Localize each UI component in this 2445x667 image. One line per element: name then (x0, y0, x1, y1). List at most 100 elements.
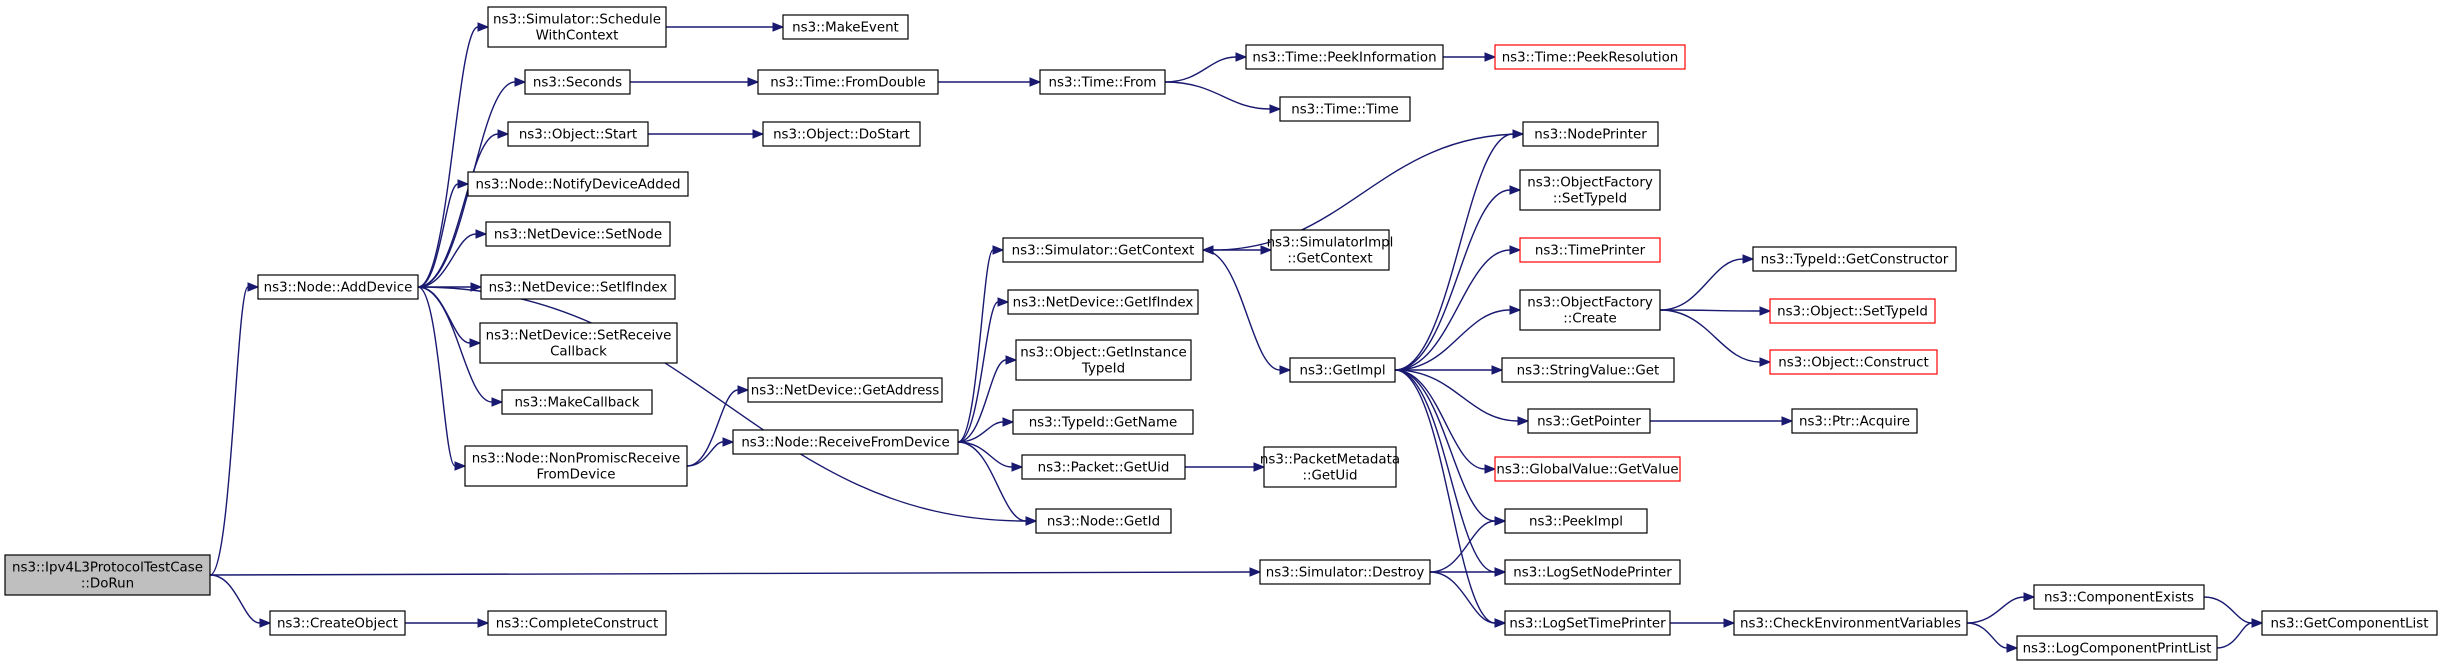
node-node-get-id[interactable]: ns3::Node::GetId (1035, 508, 1172, 534)
node-box (269, 610, 406, 636)
node-get-address[interactable]: ns3::NetDevice::GetAddress (747, 377, 943, 403)
node-box (1002, 237, 1204, 263)
arrowhead (475, 229, 488, 239)
node-sim-destroy[interactable]: ns3::Simulator::Destroy (1259, 559, 1431, 585)
node-label: ns3::Time::From (1049, 76, 1157, 91)
node-label: ns3::GetPointer (1537, 415, 1641, 430)
node-get-pointer[interactable]: ns3::GetPointer (1527, 408, 1651, 434)
node-set-if-index[interactable]: ns3::NetDevice::SetIfIndex (480, 274, 676, 300)
arrowhead (1494, 618, 1507, 628)
node-obj-construct[interactable]: ns3::Object::Construct (1769, 349, 1938, 375)
node-label: ns3::NetDevice::SetReceive (486, 329, 672, 344)
node-box (1494, 456, 1681, 482)
node-of-set-type-id[interactable]: ns3::ObjectFactory::SetTypeId (1519, 169, 1661, 211)
node-label: Callback (550, 345, 607, 360)
node-receive-from-device[interactable]: ns3::Node::ReceiveFromDevice (732, 429, 959, 455)
node-box (1527, 408, 1651, 434)
node-box (485, 221, 671, 247)
node-label: ns3::GlobalValue::GetValue (1496, 463, 1678, 478)
node-time-printer[interactable]: ns3::TimePrinter (1519, 237, 1661, 263)
node-global-value-get-value[interactable]: ns3::GlobalValue::GetValue (1494, 456, 1681, 482)
node-peek-impl[interactable]: ns3::PeekImpl (1504, 508, 1648, 534)
node-create-object[interactable]: ns3::CreateObject (269, 610, 406, 636)
node-sim-impl-get-context[interactable]: ns3::SimulatorImpl::GetContext (1267, 229, 1394, 271)
edge-do-run-to-sim-destroy (209, 571, 1251, 576)
node-box (1504, 610, 1671, 636)
edge-get-impl-to-log-set-node-printer (1394, 369, 1496, 573)
node-time-time[interactable]: ns3::Time::Time (1279, 96, 1411, 122)
node-label: ns3::Ipv4L3ProtocolTestCase (12, 561, 203, 576)
node-box (1769, 349, 1938, 375)
node-type-id-get-name[interactable]: ns3::TypeId::GetName (1012, 409, 1194, 435)
node-object-do-start[interactable]: ns3::Object::DoStart (762, 121, 921, 147)
node-from-double[interactable]: ns3::Time::FromDouble (757, 69, 939, 95)
node-label: ns3::Node::NonPromiscReceive (472, 452, 680, 467)
node-label: ns3::Node::AddDevice (264, 281, 413, 296)
node-box (757, 69, 939, 95)
edge-get-impl-to-of-create (1394, 309, 1511, 371)
node-label: ns3::Time::PeekInformation (1252, 51, 1436, 66)
node-string-value-get[interactable]: ns3::StringValue::Get (1501, 357, 1675, 383)
node-check-env[interactable]: ns3::CheckEnvironmentVariables (1733, 610, 1968, 636)
node-ptr-acquire[interactable]: ns3::Ptr::Acquire (1791, 408, 1918, 434)
edge-get-impl-to-node-printer (1394, 133, 1514, 371)
arrowhead (1742, 254, 1755, 264)
edge-receive-from-device-to-get-if-index (957, 301, 999, 443)
node-log-set-node-printer[interactable]: ns3::LogSetNodePrinter (1504, 559, 1681, 585)
node-notify-device-added[interactable]: ns3::Node::NotifyDeviceAdded (467, 171, 689, 197)
node-make-event[interactable]: ns3::MakeEvent (782, 14, 909, 40)
node-seconds[interactable]: ns3::Seconds (524, 69, 631, 95)
node-log-set-time-printer[interactable]: ns3::LogSetTimePrinter (1504, 610, 1671, 636)
node-do-run[interactable]: ns3::Ipv4L3ProtocolTestCase::DoRun (4, 554, 211, 596)
node-packet-metadata-get-uid[interactable]: ns3::PacketMetadata::GetUid (1260, 446, 1400, 488)
node-time-from[interactable]: ns3::Time::From (1039, 69, 1166, 95)
node-box (747, 377, 943, 403)
node-box (1015, 339, 1192, 381)
node-box (467, 171, 689, 197)
node-label: ns3::Object::DoStart (773, 128, 910, 143)
node-obj-set-type-id[interactable]: ns3::Object::SetTypeId (1769, 298, 1936, 324)
node-label: ns3::LogSetTimePrinter (1509, 617, 1666, 632)
node-get-constructor[interactable]: ns3::TypeId::GetConstructor (1752, 246, 1957, 272)
node-get-impl[interactable]: ns3::GetImpl (1289, 357, 1396, 383)
edge-get-impl-to-log-set-time-printer (1394, 369, 1496, 624)
node-get-if-index[interactable]: ns3::NetDevice::GetIfIndex (1007, 289, 1199, 315)
node-box (487, 6, 667, 48)
node-make-callback[interactable]: ns3::MakeCallback (501, 389, 653, 415)
arrowhead (1201, 245, 1214, 255)
node-packet-get-uid[interactable]: ns3::Packet::GetUid (1021, 454, 1186, 480)
node-complete-construct[interactable]: ns3::CompleteConstruct (487, 610, 667, 636)
arrowhead (477, 618, 490, 628)
node-object-start[interactable]: ns3::Object::Start (507, 121, 649, 147)
node-label: ns3::NetDevice::SetNode (494, 228, 662, 243)
call-nodes: ns3::Ipv4L3ProtocolTestCase::DoRun ns3::N… (4, 6, 2438, 661)
node-box (1012, 409, 1194, 435)
node-get-component-list[interactable]: ns3::GetComponentList (2261, 610, 2438, 636)
node-label: WithContext (536, 29, 619, 44)
node-box (479, 322, 678, 364)
node-box (1245, 44, 1444, 70)
node-get-context[interactable]: ns3::Simulator::GetContext (1002, 237, 1204, 263)
node-component-exists[interactable]: ns3::ComponentExists (2033, 584, 2205, 610)
node-add-device[interactable]: ns3::Node::AddDevice (257, 274, 419, 300)
node-label: ns3::MakeEvent (792, 21, 899, 36)
node-peek-resolution[interactable]: ns3::Time::PeekResolution (1494, 44, 1686, 70)
node-label: ::GetUid (1303, 469, 1358, 484)
node-box (1519, 237, 1661, 263)
node-label: ns3::NodePrinter (1534, 128, 1647, 143)
node-box (1504, 508, 1648, 534)
node-log-component-print-list[interactable]: ns3::LogComponentPrintList (2016, 635, 2218, 661)
node-of-create[interactable]: ns3::ObjectFactory::Create (1519, 289, 1661, 331)
arrowhead (1484, 52, 1497, 62)
node-set-node[interactable]: ns3::NetDevice::SetNode (485, 221, 671, 247)
arrowhead (514, 77, 527, 87)
node-node-printer[interactable]: ns3::NodePrinter (1522, 121, 1659, 147)
arrowhead (457, 179, 470, 189)
node-peek-information[interactable]: ns3::Time::PeekInformation (1245, 44, 1444, 70)
node-label: ns3::Simulator::GetContext (1012, 244, 1195, 259)
